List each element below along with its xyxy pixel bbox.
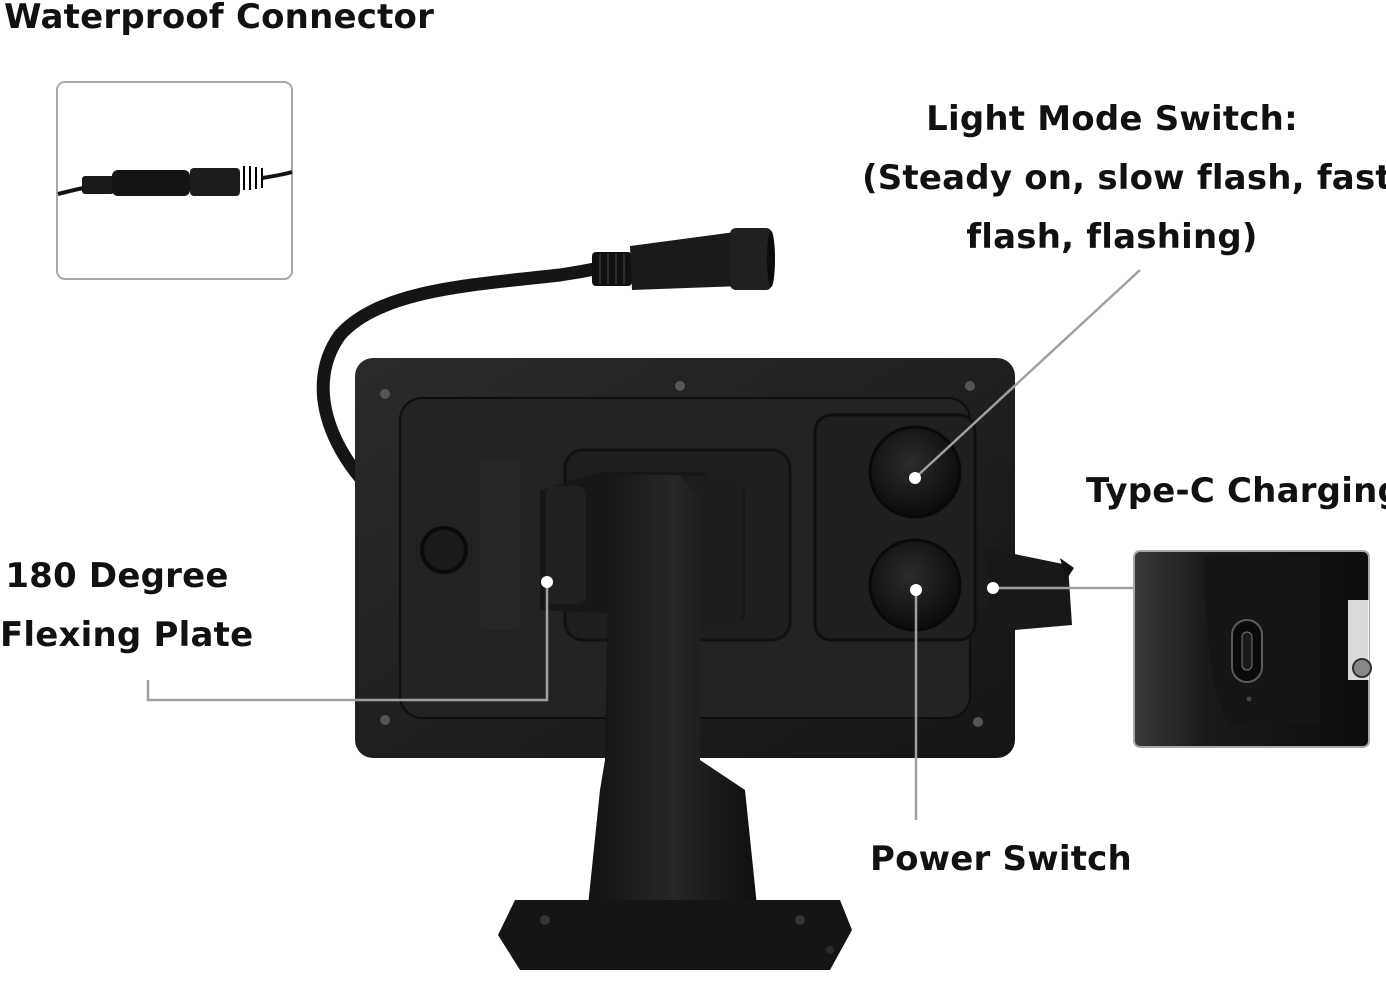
label-type-c-text: Type-C Charging	[1086, 471, 1386, 511]
callout-lines	[146, 269, 1141, 820]
type-c-charging-inset	[1133, 550, 1372, 748]
waterproof-connector-inset	[56, 81, 293, 280]
label-waterproof-connector: Waterproof Connector	[4, 0, 434, 47]
label-type-c-charging: Type-C Charging	[1086, 462, 1386, 521]
label-flexing-line2: Flexing Plate	[0, 615, 254, 655]
mount-stand	[498, 472, 852, 970]
callout-dots	[541, 472, 999, 596]
label-waterproof-connector-text: Waterproof Connector	[4, 0, 435, 37]
label-light-mode-line2: (Steady on, slow flash, fast	[862, 158, 1386, 198]
label-light-mode-line1: Light Mode Switch:	[926, 99, 1298, 139]
device-cable	[316, 228, 775, 555]
label-light-mode-switch: Light Mode Switch: (Steady on, slow flas…	[862, 90, 1386, 267]
callout-light-mode	[914, 269, 1141, 479]
label-power-switch-text: Power Switch	[870, 839, 1132, 879]
label-power-switch: Power Switch	[870, 830, 1132, 889]
callout-flexing-plate	[146, 582, 549, 702]
label-flexing-plate: 180 Degree Flexing Plate	[0, 547, 254, 665]
label-light-mode-line3: flash, flashing)	[966, 217, 1258, 257]
label-flexing-line1: 180 Degree	[5, 556, 229, 596]
